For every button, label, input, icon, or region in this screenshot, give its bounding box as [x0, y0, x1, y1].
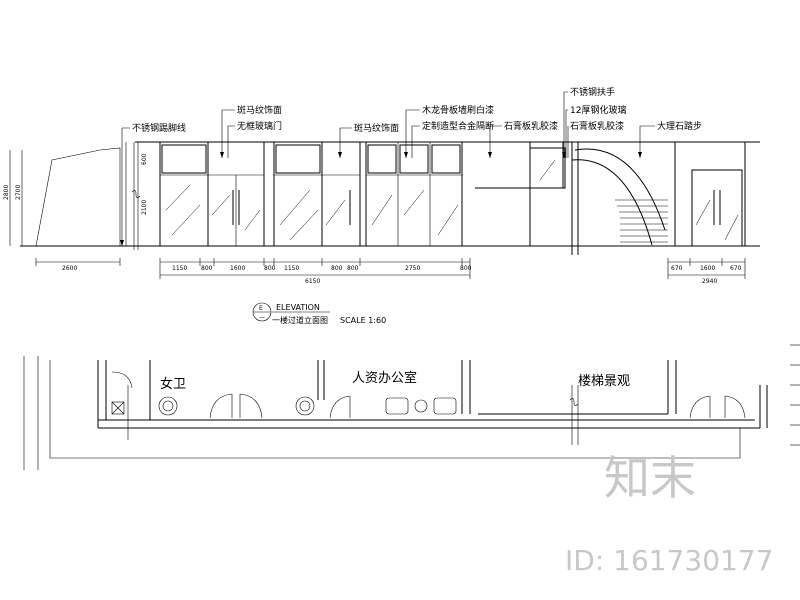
- dim-width: 1600: [700, 265, 715, 272]
- handrail-curve: [574, 148, 666, 231]
- dim-width: 2750: [405, 265, 420, 272]
- annotation: 无框玻璃门: [237, 120, 282, 132]
- glass-door: [691, 169, 743, 247]
- dim-width: 670: [671, 265, 683, 272]
- dim-width: 800: [331, 265, 343, 272]
- dim-width: 800: [201, 265, 213, 272]
- drawing-subtitle: 一楼过道立面图: [272, 315, 328, 325]
- annotation: 不锈钢扶手: [570, 86, 615, 98]
- drawing-number: —: [259, 314, 265, 321]
- dim-height: 2700: [15, 185, 22, 200]
- leader-lines: [121, 91, 655, 246]
- watermark-logo: 知末: [604, 451, 696, 505]
- drawing-mark: E: [259, 305, 263, 312]
- dim-width: 1150: [284, 265, 299, 272]
- plan-drawing: 女卫 人资办公室 楼梯景观: [23, 344, 800, 470]
- dim-width: 1150: [172, 265, 187, 272]
- annotation: 木龙骨板墙刷白漆: [422, 104, 494, 116]
- dim-height: 2800: [3, 185, 10, 200]
- annotation: 12厚钢化玻璃: [570, 104, 626, 116]
- toilet-fixture: [158, 396, 178, 416]
- annotation: 石膏板乳胶漆: [570, 120, 624, 132]
- dim-width-total: 6150: [305, 278, 320, 285]
- table: [414, 399, 428, 413]
- elevation-drawing: 2800 2700 600 2100 2600 1150 800 1600 80…: [3, 86, 760, 325]
- glass-panel: [321, 141, 361, 247]
- dim-height: 2100: [141, 200, 148, 215]
- alloy-partition: [365, 141, 463, 247]
- room-label: 楼梯景观: [578, 374, 630, 389]
- dim-width: 800: [264, 265, 276, 272]
- drawing-heading: ELEVATION: [276, 303, 320, 312]
- dim-height: 600: [141, 153, 148, 165]
- room-label: 人资办公室: [352, 370, 417, 386]
- door-swing: [689, 395, 711, 419]
- door-swing: [209, 393, 233, 419]
- annotation: 石膏板乳胶漆: [504, 120, 558, 132]
- dim-width: 1600: [230, 265, 245, 272]
- room-label: 女卫: [160, 376, 186, 392]
- dim-width: 800: [347, 265, 359, 272]
- left-wall-profile: [35, 147, 121, 247]
- door-swing: [724, 395, 746, 419]
- door-swing: [329, 395, 351, 419]
- zebra-panel: [275, 144, 321, 174]
- floor-drain: [111, 401, 125, 415]
- door-swing: [111, 371, 133, 389]
- annotation: 大理石踏步: [657, 120, 702, 132]
- toilet-fixture: [295, 396, 315, 416]
- chair: [385, 397, 409, 415]
- leader-arrows: [120, 152, 642, 246]
- watermark-id: ID: 161730177: [565, 544, 773, 577]
- annotation: 斑马纹饰面: [354, 122, 399, 134]
- stair-treads: [615, 199, 668, 243]
- dim-width: 670: [730, 265, 742, 272]
- door-swing: [239, 393, 263, 419]
- dim-width-total: 2940: [702, 278, 717, 285]
- break-mark: [131, 190, 141, 198]
- annotation: 不锈钢踢脚线: [132, 122, 186, 134]
- drawing-scale: SCALE 1:60: [340, 316, 386, 325]
- chair: [433, 397, 457, 415]
- dim-width: 2600: [62, 265, 77, 272]
- glass-panel: [273, 141, 323, 247]
- glass-panel: [159, 141, 209, 247]
- dim-width: 800: [460, 265, 472, 272]
- annotation: 斑马纹饰面: [237, 104, 282, 116]
- zebra-panel: [161, 144, 207, 174]
- annotation: 定制造型合金隔断: [422, 120, 494, 132]
